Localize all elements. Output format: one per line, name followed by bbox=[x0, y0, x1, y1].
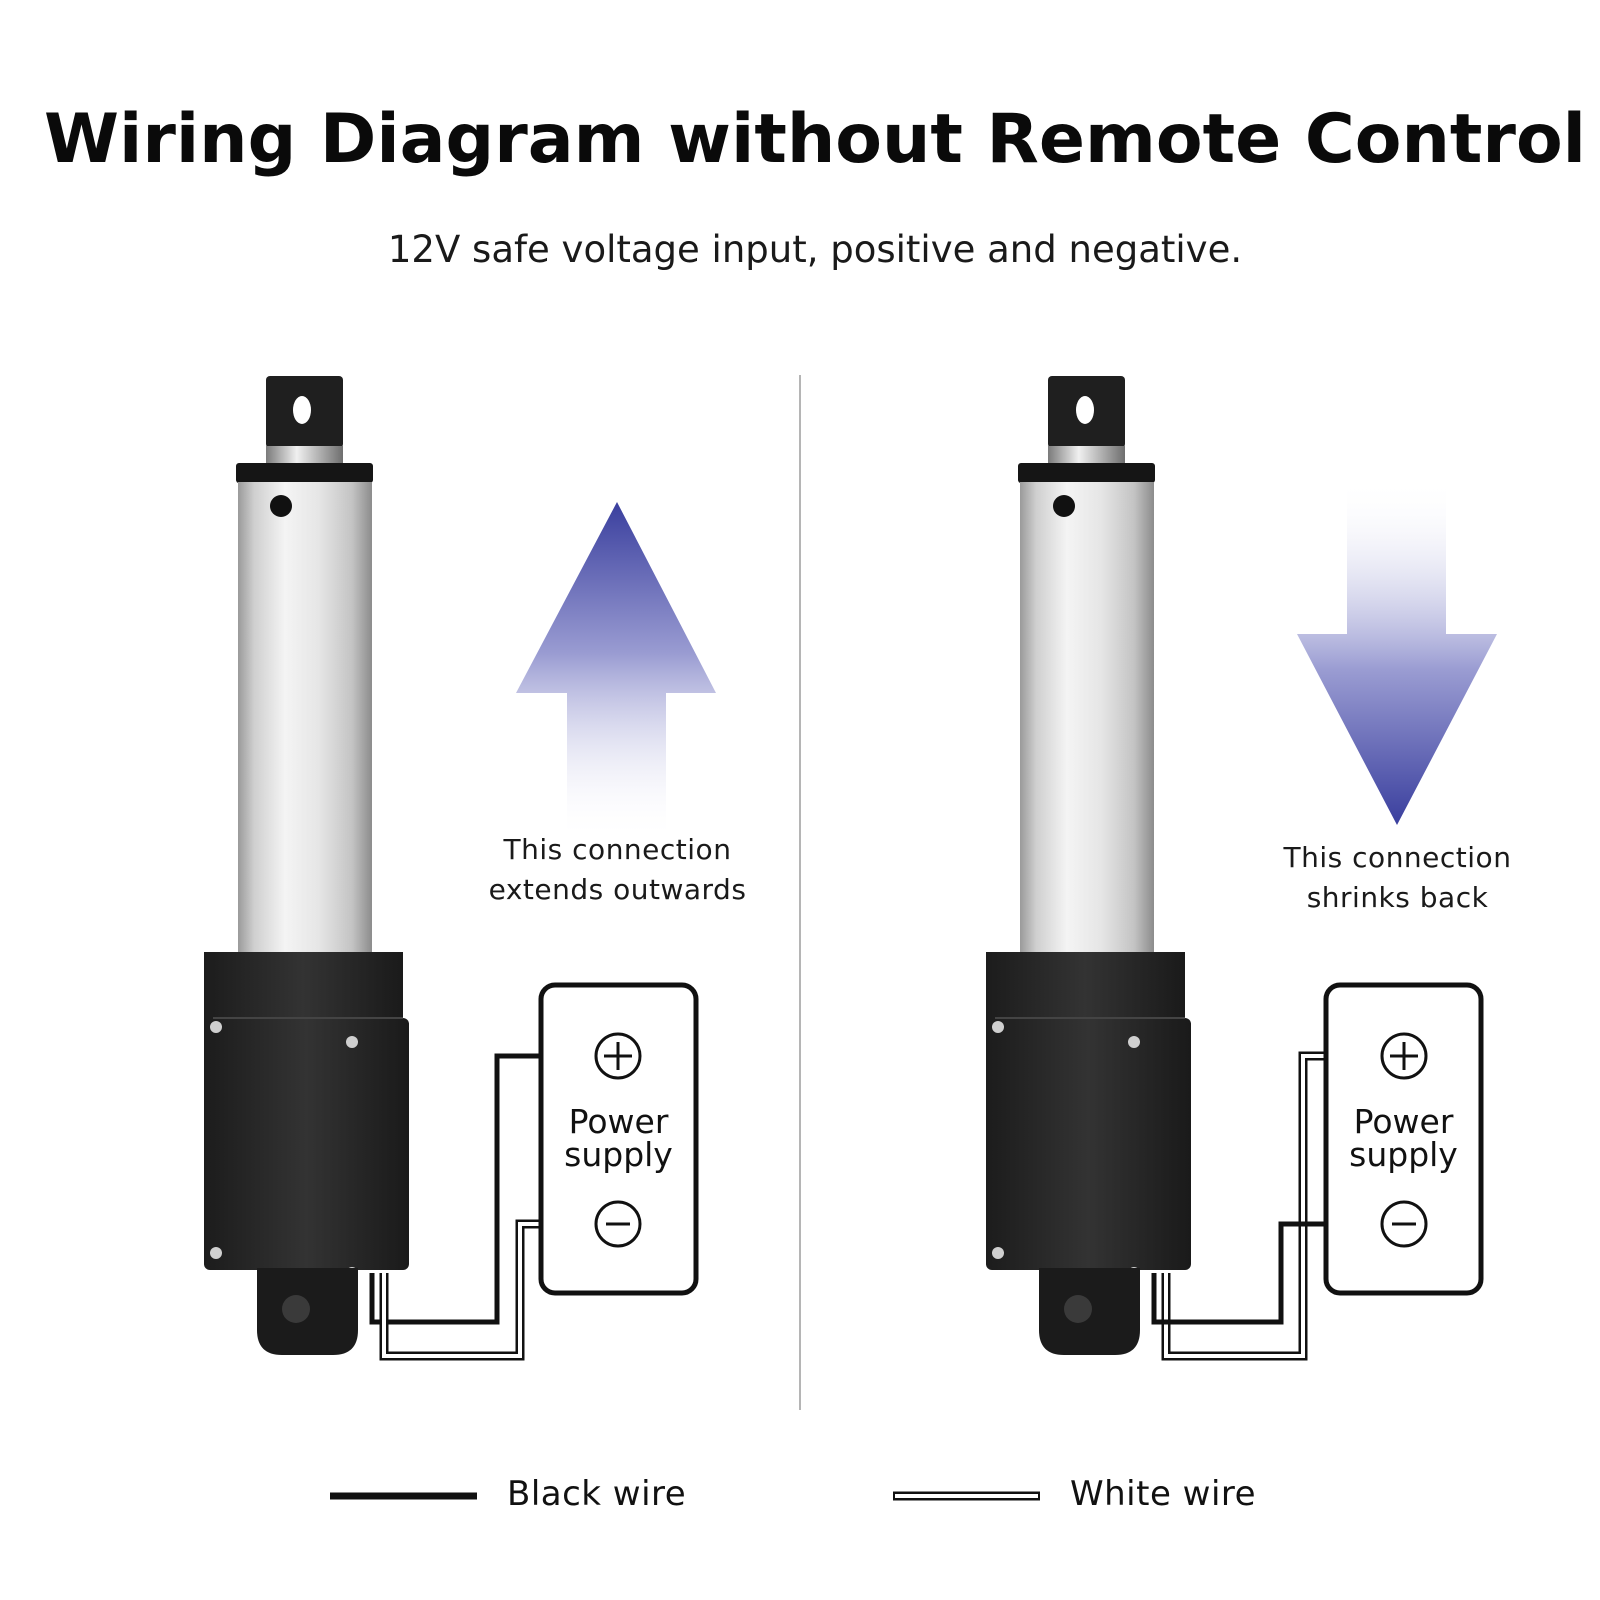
page-subtitle: 12V safe voltage input, positive and neg… bbox=[387, 228, 1243, 271]
wires-right bbox=[1151, 1051, 1326, 1361]
power-supply-right-line1: Power bbox=[1353, 1102, 1454, 1141]
power-supply-right-line2: supply bbox=[1349, 1135, 1458, 1174]
actuator-left bbox=[204, 376, 409, 1355]
caption-extend-line2: extends outwards bbox=[488, 873, 747, 906]
power-supply-label-right: Power supply bbox=[1326, 1105, 1481, 1171]
power-supply-left bbox=[538, 982, 699, 1296]
caption-extend: This connection extends outwards bbox=[450, 830, 785, 910]
retract-arrow-icon bbox=[1297, 480, 1497, 825]
power-supply-label-left: Power supply bbox=[541, 1105, 696, 1171]
power-supply-left-line1: Power bbox=[568, 1102, 669, 1141]
extend-arrow-icon bbox=[516, 502, 716, 840]
power-supply-left-line2: supply bbox=[564, 1135, 673, 1174]
caption-extend-line1: This connection bbox=[503, 833, 732, 866]
power-supply-right bbox=[1323, 982, 1484, 1296]
wires-left bbox=[369, 1053, 540, 1361]
caption-retract-line2: shrinks back bbox=[1306, 881, 1489, 914]
caption-retract-line1: This connection bbox=[1283, 841, 1512, 874]
caption-retract: This connection shrinks back bbox=[1230, 838, 1565, 918]
page-title: Wiring Diagram without Remote Control bbox=[44, 100, 1586, 179]
legend-white-wire: White wire bbox=[1070, 1474, 1257, 1514]
actuator-right bbox=[986, 376, 1191, 1355]
legend-black-wire: Black wire bbox=[507, 1474, 687, 1514]
